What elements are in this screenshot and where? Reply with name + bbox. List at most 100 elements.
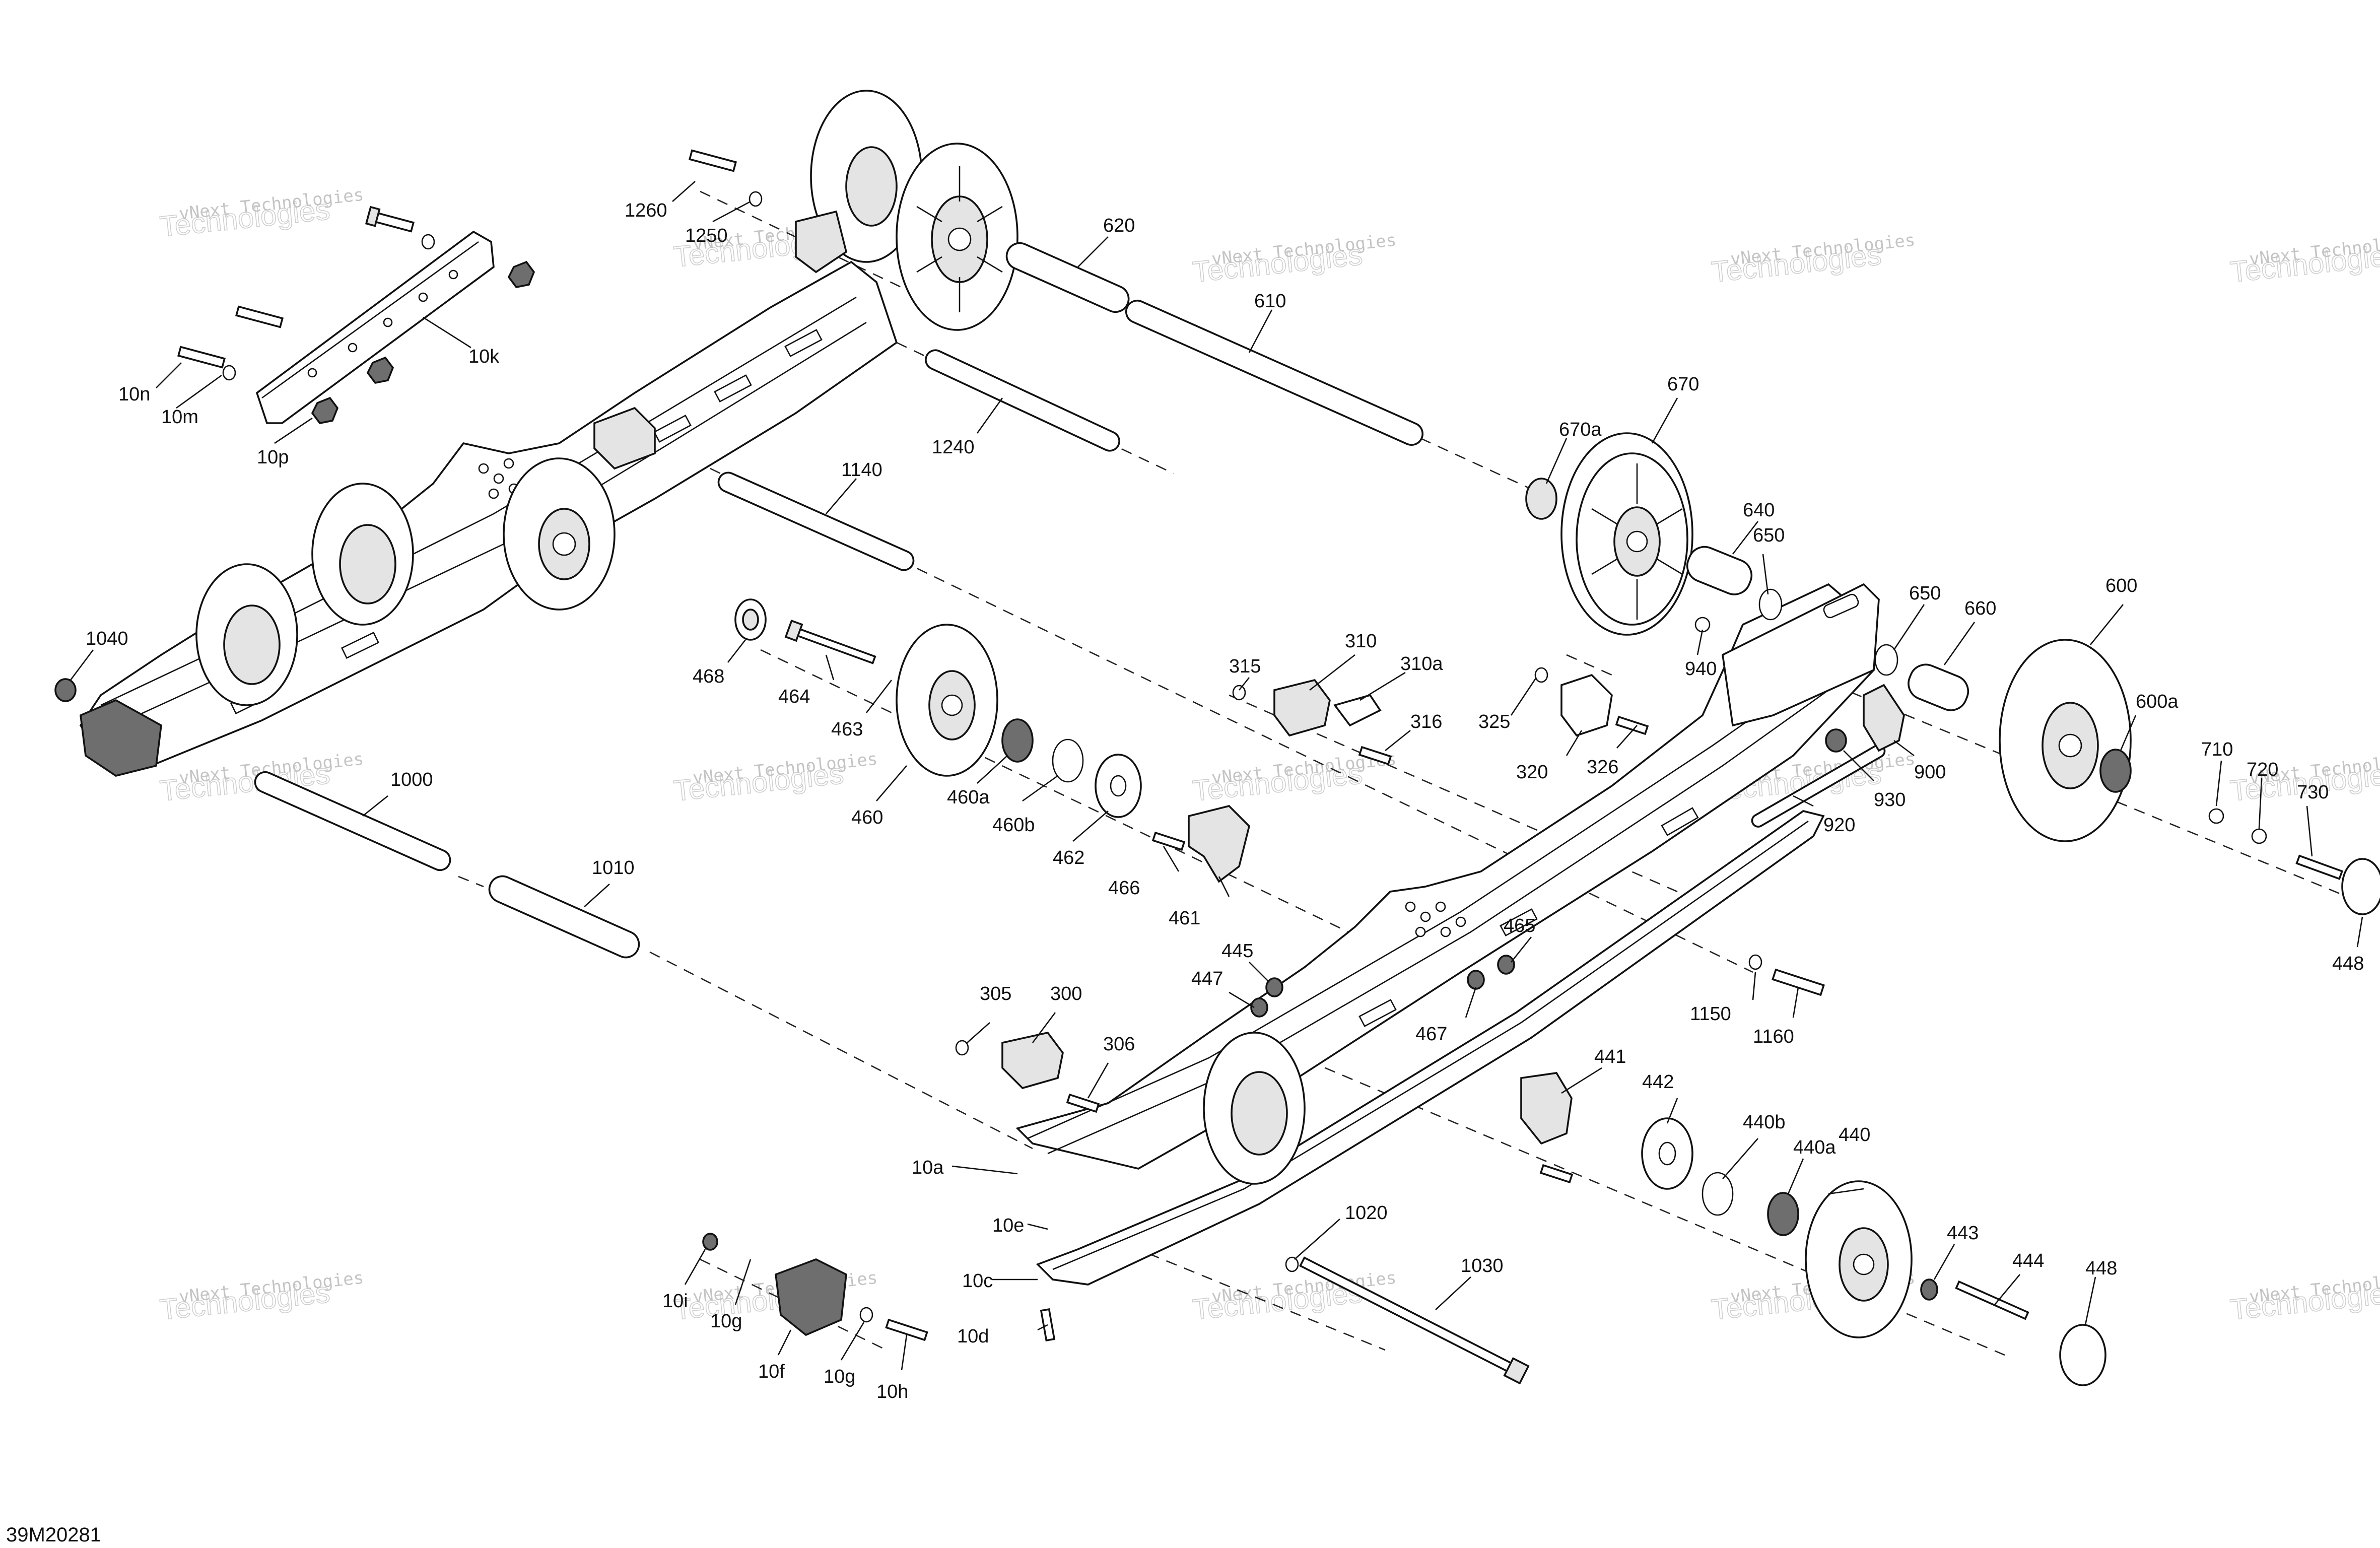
pivot-461 <box>1188 805 1250 883</box>
shaft-1240 <box>925 349 1120 452</box>
rear-wheel-600 <box>1999 639 2132 842</box>
washer-940 <box>1694 617 1711 633</box>
callout-label: 440b <box>1743 1112 1786 1133</box>
callout-label: 468 <box>693 666 724 687</box>
callout-label: 460a <box>947 787 990 808</box>
callout-label: 1260 <box>625 200 667 221</box>
shaft-1010 <box>488 875 640 959</box>
callout-label: 463 <box>831 719 863 740</box>
callout-label: 315 <box>1229 656 1261 677</box>
callout-label: 10a <box>912 1157 944 1178</box>
nut <box>366 356 394 384</box>
bearing-670a <box>1525 478 1557 520</box>
rail-hole <box>478 463 489 474</box>
callout-label: 1000 <box>390 769 433 790</box>
callout-label: 1250 <box>685 225 728 246</box>
callout-label: 710 <box>2201 739 2233 760</box>
callout-label: 443 <box>1947 1223 1979 1244</box>
cap-448 <box>2059 1324 2106 1386</box>
wheel-440-group <box>1520 1072 2106 1386</box>
callout-label: 1020 <box>1345 1202 1388 1224</box>
callout-label: 920 <box>1823 815 1855 836</box>
front-bumper <box>80 699 162 777</box>
rail-slot <box>1358 999 1397 1027</box>
rail-hole <box>493 473 504 484</box>
diagram-code: 39M20281 <box>6 1524 101 1546</box>
callout-label: 1240 <box>932 437 975 458</box>
long-bolt-1030 <box>1299 1256 1530 1385</box>
nut <box>311 396 339 424</box>
leader-lines <box>70 181 2363 1371</box>
callout-label: 10e <box>992 1215 1024 1236</box>
callout-label: 720 <box>2247 759 2278 780</box>
callout-label: 610 <box>1254 291 1286 312</box>
rail-hole <box>503 458 514 469</box>
callout-label: 320 <box>1516 762 1548 783</box>
callout-label: 310 <box>1345 631 1377 652</box>
callout-label: 10h <box>876 1381 908 1402</box>
callout-label: 442 <box>1642 1071 1674 1093</box>
rail-hole <box>488 488 499 499</box>
callout-label: 10f <box>758 1361 785 1382</box>
callout-label: 326 <box>1587 757 1618 778</box>
shaft-1000 <box>254 771 451 871</box>
washer <box>421 234 435 250</box>
bolt-444 <box>1955 1280 2029 1320</box>
bolt <box>177 346 226 369</box>
nut-930 <box>1825 728 1847 753</box>
shafts <box>254 242 2029 1385</box>
callout-label: 447 <box>1191 968 1223 989</box>
pivot-441 <box>1520 1072 1573 1145</box>
callout-label: 306 <box>1103 1034 1135 1055</box>
rail-slot <box>714 374 752 402</box>
rail-end-plate <box>1722 583 1880 727</box>
callout-label: 464 <box>778 686 810 707</box>
callout-label: 1040 <box>86 628 128 649</box>
callout-label: 940 <box>1685 658 1717 680</box>
callout-label: 670 <box>1667 374 1699 395</box>
block-900 <box>1863 684 1905 752</box>
wheel <box>503 457 616 611</box>
left-rail-assembly <box>79 90 1018 777</box>
wheel <box>311 483 414 626</box>
rail-block <box>593 407 656 470</box>
callout-label: 620 <box>1103 215 1135 236</box>
bolt <box>235 305 284 328</box>
wheel <box>195 563 298 706</box>
side-bracket-10k-group <box>177 149 763 424</box>
callout-label: 325 <box>1478 711 1510 732</box>
callout-label: 650 <box>1909 583 1941 604</box>
callout-label: 730 <box>2297 782 2329 803</box>
wheel <box>896 143 1018 331</box>
callout-label: 650 <box>1753 525 1785 546</box>
callout-label: 448 <box>2332 953 2364 974</box>
bolt-464 <box>784 619 876 664</box>
mount-bracket <box>795 210 848 274</box>
rear-bumper-10f <box>775 1258 847 1336</box>
bolt <box>365 206 415 233</box>
callout-label: 10i <box>662 1291 688 1312</box>
nut <box>507 260 535 288</box>
callout-label: 10g <box>824 1366 855 1387</box>
callout-label: 445 <box>1221 940 1253 962</box>
callout-label: 1140 <box>841 459 882 481</box>
callout-label: 930 <box>1874 789 1906 811</box>
bearing-600a <box>2099 749 2132 793</box>
callout-label: 305 <box>980 983 1011 1004</box>
callout-label: 444 <box>2012 1250 2044 1271</box>
callout-label: 448 <box>2085 1258 2117 1279</box>
callout-label: 670a <box>1559 419 1602 440</box>
callout-label: 900 <box>1914 762 1946 783</box>
rail-slot <box>1661 807 1699 836</box>
callout-label: 1010 <box>592 857 635 879</box>
rail-slot <box>784 329 823 357</box>
callout-label: 460 <box>851 807 883 828</box>
block-300 <box>1001 1031 1064 1090</box>
callout-label: 10n <box>118 384 150 405</box>
shaft-610 <box>1125 299 1424 446</box>
pad-310a <box>1333 694 1382 727</box>
callout-label: 10m <box>161 407 198 428</box>
